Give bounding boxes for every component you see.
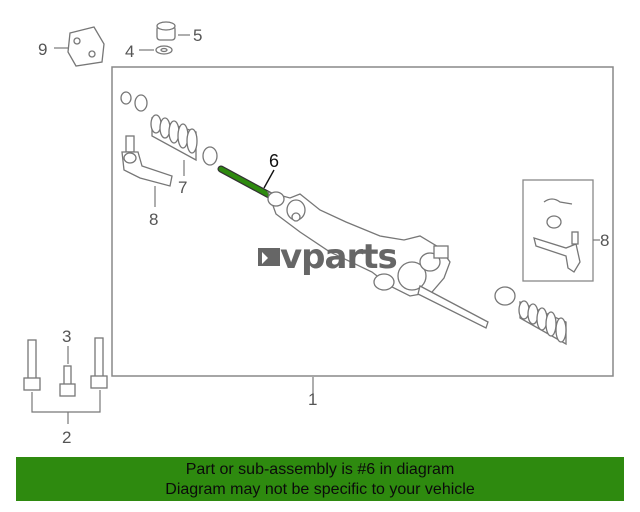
- callout-9: 9: [38, 40, 47, 59]
- part-3-bolt-center[interactable]: [59, 365, 76, 397]
- callout-4: 4: [125, 42, 134, 61]
- part-2-bolt-right[interactable]: [90, 337, 108, 389]
- parts-diagram: 9 5 4 7 8 6: [23, 21, 614, 447]
- part-8-tie-rod-end-left[interactable]: [121, 135, 173, 187]
- assembly-frame: [111, 66, 614, 377]
- callout-2: 2: [62, 428, 71, 447]
- callout-7: 7: [178, 178, 187, 197]
- part-2-bolt-left[interactable]: [23, 339, 41, 391]
- watermark-text: vparts: [280, 237, 397, 277]
- part-1-rack-housing[interactable]: [266, 191, 489, 329]
- watermark-logo: vparts: [258, 237, 398, 277]
- banner-line-1: Part or sub-assembly is #6 in diagram: [185, 461, 455, 478]
- part-4-washer[interactable]: [155, 45, 173, 55]
- part-8-kit-box: [522, 179, 594, 282]
- callout-6: 6: [269, 151, 279, 171]
- part-8-tie-rod-end-right[interactable]: [533, 198, 581, 273]
- callout-8-left: 8: [149, 210, 158, 229]
- callout-5: 5: [193, 26, 202, 45]
- part-6-inner-tie-rod[interactable]: [217, 165, 275, 200]
- callout-8-right: 8: [600, 231, 609, 250]
- part-7-boot-right[interactable]: [494, 286, 567, 346]
- part-7-boot-left[interactable]: [150, 114, 218, 166]
- clamp-ring-left[interactable]: [120, 91, 148, 112]
- banner-line-2: Diagram may not be specific to your vehi…: [165, 481, 475, 498]
- part-5-nut[interactable]: [156, 21, 176, 41]
- callout-3: 3: [62, 327, 71, 346]
- part-9-bracket[interactable]: [67, 26, 105, 67]
- info-banner: Part or sub-assembly is #6 in diagram Di…: [16, 457, 624, 501]
- callout-1: 1: [308, 390, 317, 409]
